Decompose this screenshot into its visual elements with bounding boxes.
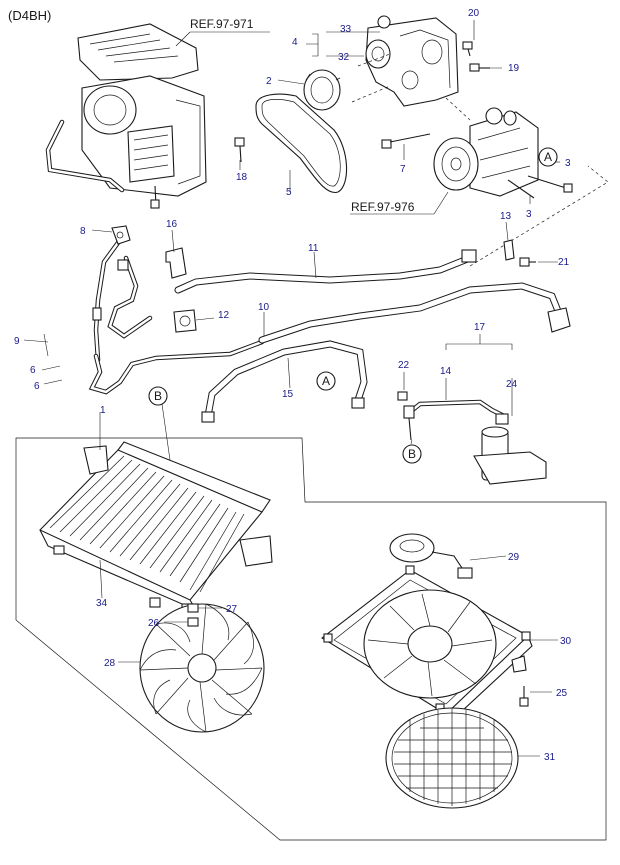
fan-shroud-30[interactable]: [321, 565, 533, 726]
callout-8[interactable]: 8: [80, 226, 86, 237]
hose-15[interactable]: [201, 340, 368, 423]
bracket-13[interactable]: [503, 239, 515, 261]
connector-b-condenser[interactable]: B: [148, 386, 168, 406]
callout-20[interactable]: 20: [468, 8, 480, 19]
callout-33[interactable]: 33: [340, 24, 352, 35]
fitting-b-lower: [403, 405, 415, 441]
bolt-3-lower[interactable]: [507, 179, 535, 199]
callout-2[interactable]: 2: [266, 76, 272, 87]
callout-16[interactable]: 16: [166, 219, 178, 230]
bolt-7[interactable]: [381, 133, 431, 149]
callout-24[interactable]: 24: [506, 379, 518, 390]
connector-a-hose[interactable]: A: [316, 371, 336, 391]
callout-27[interactable]: 27: [226, 604, 238, 615]
callout-11[interactable]: 11: [308, 243, 319, 254]
compressor-bracket[interactable]: [365, 15, 459, 107]
callout-6-upper[interactable]: 6: [30, 365, 36, 376]
callout-19[interactable]: 19: [508, 63, 520, 74]
ref-97-976-label[interactable]: REF.97-976: [350, 191, 449, 215]
callout-28[interactable]: 28: [104, 658, 116, 669]
callout-3-lower[interactable]: 3: [526, 209, 532, 220]
callout-14[interactable]: 14: [440, 366, 452, 377]
callout-1[interactable]: 1: [100, 405, 106, 416]
liquid-tube-14[interactable]: [407, 399, 507, 419]
callout-10[interactable]: 10: [258, 302, 270, 313]
callout-7[interactable]: 7: [400, 164, 406, 175]
callout-21[interactable]: 21: [558, 257, 570, 268]
callout-31[interactable]: 31: [544, 752, 556, 763]
callout-12[interactable]: 12: [218, 310, 230, 321]
bolt-25[interactable]: [519, 686, 529, 707]
clamp-12[interactable]: [173, 309, 197, 333]
idler-pulley[interactable]: [303, 69, 341, 111]
discharge-hose-10[interactable]: [258, 282, 571, 344]
pipe-clip-8[interactable]: [111, 225, 131, 245]
svg-text:B: B: [408, 447, 416, 461]
callout-6-lower[interactable]: 6: [34, 381, 40, 392]
nut-27[interactable]: [187, 603, 199, 613]
liquid-pipe-assembly: [88, 255, 265, 395]
svg-text:REF.97-976: REF.97-976: [351, 200, 415, 214]
callout-9[interactable]: 9: [14, 336, 20, 347]
svg-text:REF.97-971: REF.97-971: [190, 17, 254, 31]
bolt-26[interactable]: [187, 617, 199, 627]
callout-30[interactable]: 30: [560, 636, 572, 647]
callout-22[interactable]: 22: [398, 360, 410, 371]
callout-26[interactable]: 26: [148, 618, 160, 629]
fan-guard-31[interactable]: [385, 707, 519, 809]
bolt-18[interactable]: [234, 137, 245, 163]
bracket-16[interactable]: [165, 247, 187, 279]
connector-a-compressor[interactable]: A: [538, 147, 558, 167]
bolt-20[interactable]: [462, 41, 473, 57]
suction-hose-11[interactable]: [174, 249, 477, 294]
model-code-label: (D4BH): [8, 8, 51, 23]
svg-text:B: B: [154, 389, 162, 403]
callout-29[interactable]: 29: [508, 552, 520, 563]
ref-97-971-label[interactable]: REF.97-971: [175, 17, 270, 47]
callout-5[interactable]: 5: [286, 187, 292, 198]
callout-13[interactable]: 13: [500, 211, 512, 222]
connector-b-drier[interactable]: B: [402, 444, 422, 464]
drive-belt[interactable]: [255, 93, 348, 193]
callout-15[interactable]: 15: [282, 389, 294, 400]
callout-25[interactable]: 25: [556, 688, 568, 699]
receiver-drier-24[interactable]: [473, 413, 547, 485]
callout-34[interactable]: 34: [96, 598, 108, 609]
bolt-3-upper[interactable]: [527, 175, 573, 193]
callout-18[interactable]: 18: [236, 172, 248, 183]
hvac-evaporator-unit[interactable]: [77, 23, 207, 209]
bolt-22[interactable]: [397, 391, 408, 401]
svg-text:A: A: [544, 150, 552, 164]
callout-17[interactable]: 17: [474, 322, 486, 333]
assembly-outline-frame: [15, 437, 607, 841]
condenser-fan-28[interactable]: [139, 603, 265, 733]
callout-32[interactable]: 32: [338, 52, 350, 63]
bolt-19[interactable]: [469, 63, 490, 72]
svg-text:A: A: [322, 374, 330, 388]
ac-compressor[interactable]: [433, 107, 539, 197]
condenser-34[interactable]: [39, 441, 273, 614]
fan-motor-29[interactable]: [389, 533, 473, 579]
callout-3-upper[interactable]: 3: [565, 158, 571, 169]
callout-4[interactable]: 4: [292, 37, 298, 48]
evaporator-pipes: [45, 119, 125, 363]
bolt-21[interactable]: [519, 257, 536, 267]
